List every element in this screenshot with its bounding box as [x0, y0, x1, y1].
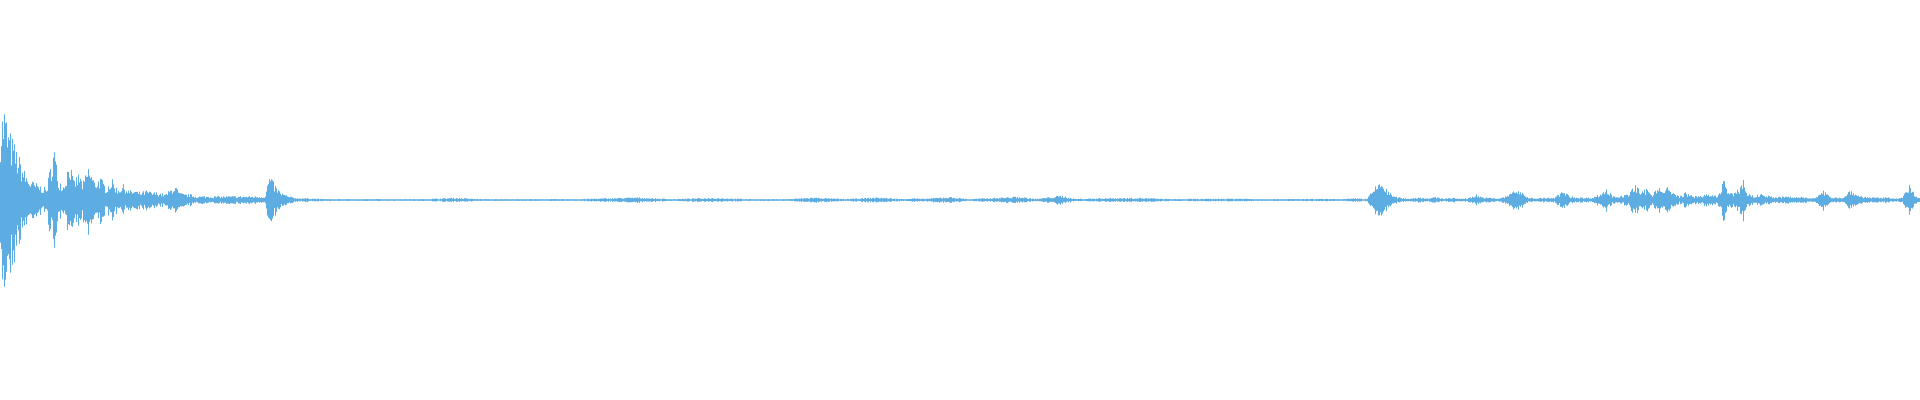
waveform-bars: [0, 114, 1920, 287]
